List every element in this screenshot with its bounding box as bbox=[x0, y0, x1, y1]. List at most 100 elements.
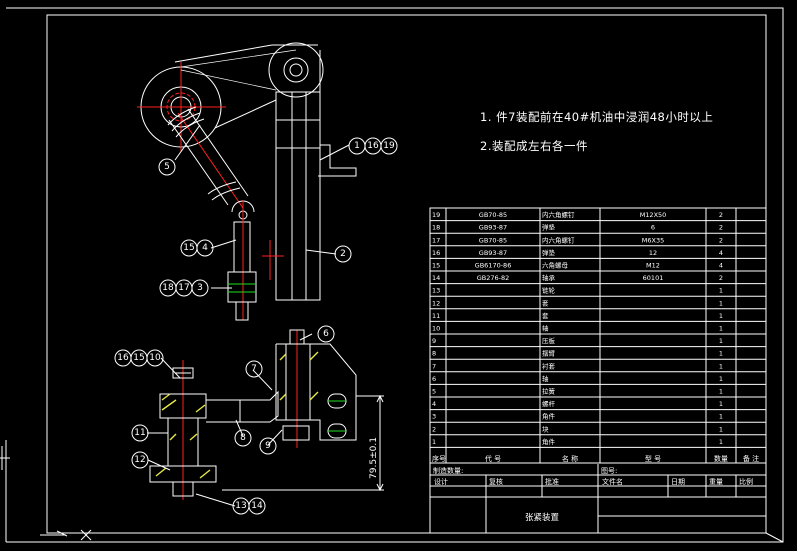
svg-text:4: 4 bbox=[202, 243, 208, 253]
bom-cell-spec: 60101 bbox=[643, 274, 664, 282]
bom-cell-qty: 4 bbox=[719, 262, 723, 270]
bom-cell-spec: M12X50 bbox=[640, 211, 667, 219]
drawing-border bbox=[0, 7, 784, 543]
bom-cell-name: 内六角螺钉 bbox=[542, 210, 575, 219]
bom-cell-qty: 2 bbox=[719, 236, 723, 244]
drawing-title: 张紧装置 bbox=[525, 512, 560, 523]
svg-text:16: 16 bbox=[367, 141, 379, 151]
bom-cell-no: 13 bbox=[432, 287, 440, 295]
note-2: 2.装配成左右各一件 bbox=[480, 139, 588, 153]
bom-cell-no: 2 bbox=[432, 425, 436, 433]
bom-cell-name: 拉簧 bbox=[542, 387, 556, 396]
bom-cell-qty: 1 bbox=[719, 400, 723, 408]
bom-cell-name: 内六角螺钉 bbox=[542, 235, 575, 244]
svg-text:16: 16 bbox=[117, 353, 129, 363]
svg-text:备 注: 备 注 bbox=[743, 454, 759, 463]
svg-text:9: 9 bbox=[265, 441, 271, 451]
svg-text:代 号: 代 号 bbox=[485, 454, 501, 463]
bom-cell-name: 衬套 bbox=[542, 361, 556, 370]
bom-cell-no: 12 bbox=[432, 299, 440, 307]
bom-cell-name: 轴 bbox=[542, 324, 549, 333]
bom-cell-spec: M12 bbox=[646, 262, 660, 270]
svg-text:日期: 日期 bbox=[671, 478, 685, 486]
svg-text:15: 15 bbox=[133, 353, 144, 363]
svg-text:5: 5 bbox=[164, 162, 170, 172]
dimension-label: 79.5±0.1 bbox=[369, 437, 379, 479]
bom-cell-qty: 1 bbox=[719, 362, 723, 370]
bom-cell-code: GB6170-86 bbox=[475, 262, 512, 270]
svg-text:6: 6 bbox=[323, 329, 329, 339]
top-view bbox=[137, 42, 357, 321]
svg-text:设计: 设计 bbox=[434, 477, 448, 486]
svg-text:19: 19 bbox=[383, 141, 395, 151]
svg-text:8: 8 bbox=[240, 433, 246, 443]
made-qty-label: 制造数量: bbox=[433, 466, 463, 475]
bom-cell-no: 7 bbox=[432, 362, 436, 370]
bom-cell-no: 5 bbox=[432, 388, 436, 396]
bom-cell-qty: 1 bbox=[719, 312, 723, 320]
bom-cell-no: 8 bbox=[432, 350, 436, 358]
svg-text:11: 11 bbox=[134, 428, 145, 438]
drawing-no-label: 图号: bbox=[601, 467, 617, 475]
bom-cell-no: 3 bbox=[432, 413, 436, 421]
bom-cell-qty: 1 bbox=[719, 413, 723, 421]
bom-cell-code: GB70-85 bbox=[479, 211, 507, 219]
bom-cell-name: 链轮 bbox=[542, 286, 556, 295]
svg-text:12: 12 bbox=[134, 455, 145, 465]
bom-cell-name: 螺杆 bbox=[542, 399, 556, 408]
bom-cell-name: 六角螺母 bbox=[542, 261, 569, 270]
svg-text:3: 3 bbox=[197, 283, 203, 293]
bom-cell-no: 19 bbox=[432, 211, 440, 219]
bom-cell-no: 16 bbox=[432, 249, 440, 257]
bom-cell-name: 轴 bbox=[542, 374, 549, 383]
bom-cell-name: 弹垫 bbox=[542, 248, 556, 257]
svg-text:复核: 复核 bbox=[489, 477, 503, 486]
leader-lines bbox=[147, 124, 350, 507]
svg-text:比例: 比例 bbox=[739, 477, 753, 486]
svg-text:2: 2 bbox=[340, 249, 346, 259]
bom-cell-no: 1 bbox=[432, 438, 436, 446]
bom-cell-qty: 1 bbox=[719, 325, 723, 333]
bom-cell-no: 17 bbox=[432, 236, 440, 244]
svg-text:名 称: 名 称 bbox=[562, 454, 578, 463]
bom-cell-qty: 1 bbox=[719, 287, 723, 295]
svg-text:10: 10 bbox=[149, 353, 161, 363]
svg-text:14: 14 bbox=[251, 501, 263, 511]
svg-text:型 号: 型 号 bbox=[645, 454, 661, 463]
bom-cell-name: 角件 bbox=[542, 412, 556, 421]
part-balloons: 5 1 16 19 15 4 2 18 17 3 6 16 15 10 7 11… bbox=[114, 137, 398, 515]
svg-text:17: 17 bbox=[178, 283, 189, 293]
bom-cell-name: 套 bbox=[542, 298, 549, 307]
bom-cell-qty: 1 bbox=[719, 425, 723, 433]
bom-cell-spec: M6X35 bbox=[642, 236, 664, 244]
svg-text:序号: 序号 bbox=[432, 454, 446, 463]
bom-cell-spec: 12 bbox=[649, 249, 657, 257]
bom-cell-code: GB93-87 bbox=[479, 249, 507, 257]
bom-cell-no: 6 bbox=[432, 375, 436, 383]
section-view: 79.5±0.1 bbox=[149, 329, 384, 500]
bom-cell-qty: 2 bbox=[719, 224, 723, 232]
balloon-5 bbox=[158, 158, 176, 176]
bom-cell-code: GB70-85 bbox=[479, 236, 507, 244]
bom-cell-name: 轴承 bbox=[542, 273, 556, 282]
bom-cell-code: GB93-87 bbox=[479, 224, 507, 232]
bom-cell-no: 18 bbox=[432, 224, 440, 232]
title-block: 制造数量: 图号: 设计 复核 批准 文件名 日期 重量 比例 张紧装置 bbox=[430, 464, 766, 533]
svg-text:18: 18 bbox=[162, 283, 174, 293]
svg-text:数量: 数量 bbox=[714, 454, 728, 463]
bom-cell-no: 9 bbox=[432, 337, 436, 345]
bom-cell-no: 15 bbox=[432, 262, 440, 270]
bom-cell-no: 11 bbox=[432, 312, 440, 320]
note-1: 1. 件7装配前在40#机油中浸润48小时以上 bbox=[480, 110, 713, 124]
bom-cell-qty: 1 bbox=[719, 388, 723, 396]
svg-text:重量: 重量 bbox=[709, 478, 723, 486]
bom-cell-no: 10 bbox=[432, 325, 440, 333]
svg-text:13: 13 bbox=[235, 501, 246, 511]
bom-cell-no: 14 bbox=[432, 274, 440, 282]
svg-text:文件名: 文件名 bbox=[602, 477, 623, 486]
bom-cell-name: 块 bbox=[542, 424, 549, 433]
bom-cell-name: 压板 bbox=[542, 336, 556, 345]
